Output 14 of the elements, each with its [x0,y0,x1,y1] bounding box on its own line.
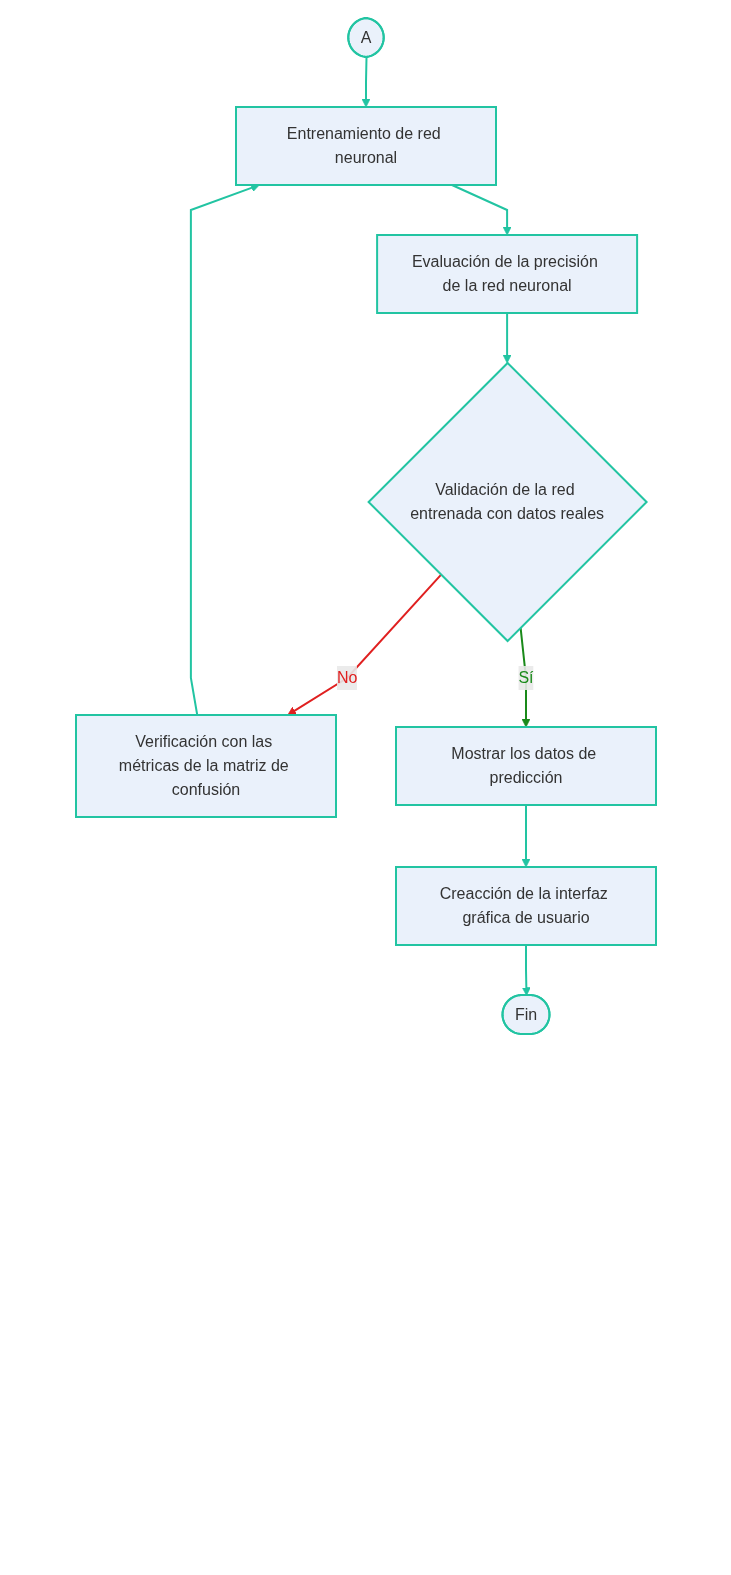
arrow [521,944,531,996]
node-box: Creacción de la interfaz gráfica de usuario [394,866,657,946]
arrow [502,312,511,364]
edge-label: No [336,669,357,686]
node-box: Verificación con las métricas de la matriz de confusión [74,714,337,818]
node-diamond: Validación de la red entrenada con datos reales [366,361,648,643]
node-box: Mostrar los datos de predicción [394,726,657,806]
node-box: Entrenamiento de red neuronal [234,106,497,186]
node-box: Evaluación de la precisión de la red neuronal [375,234,638,314]
edge-label: Sí [517,669,534,686]
arrow [361,56,370,108]
arrow [521,804,530,868]
arrow [286,573,442,716]
arrow [519,626,530,728]
